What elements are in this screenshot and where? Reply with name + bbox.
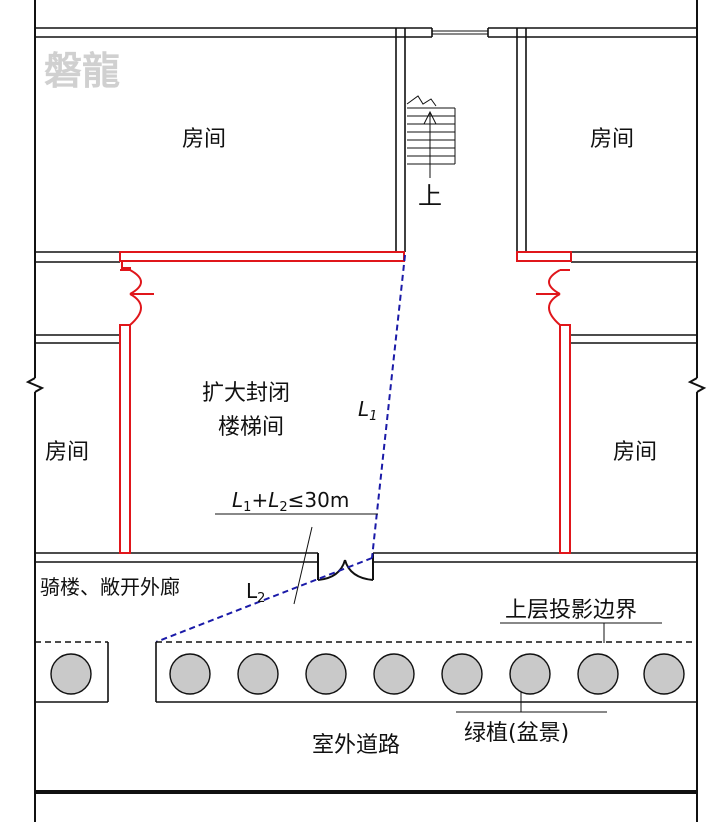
stair-hall-door-right: [536, 269, 570, 326]
l1-label: L1: [358, 397, 377, 424]
shrub: [169, 653, 211, 695]
stairs: [406, 95, 456, 178]
l2-label: L2: [246, 579, 265, 606]
room-label-top-right: 房间: [590, 127, 634, 152]
room-label-top-left: 房间: [182, 127, 226, 152]
outer-boundary: [25, 0, 707, 822]
projection-boundary-label: 上层投影边界: [505, 598, 637, 623]
shrub: [50, 653, 92, 695]
watermark: 磐龍: [44, 49, 120, 93]
shrub: [643, 653, 685, 695]
stair-hall-label-line2: 楼梯间: [218, 415, 284, 440]
distance-formula: L1+L2≤30m: [232, 488, 349, 515]
shrubs: [50, 653, 685, 695]
evacuation-path: [155, 254, 406, 643]
stair-hall-walls: [119, 251, 572, 554]
road-label: 室外道路: [312, 733, 400, 758]
arcade-label: 骑楼、敞开外廊: [40, 575, 180, 599]
shrub: [441, 653, 483, 695]
shrub: [373, 653, 415, 695]
exit-door: [317, 553, 374, 581]
shrub: [577, 653, 619, 695]
corridor-walls: [395, 28, 527, 252]
top-wall: [35, 27, 697, 38]
planters: [35, 641, 697, 703]
leader-lines: [215, 513, 662, 713]
room-walls: [35, 251, 697, 563]
shrub: [237, 653, 279, 695]
planter-label: 绿植(盆景): [464, 721, 569, 746]
shrub: [509, 653, 551, 695]
room-label-mid-left: 房间: [45, 440, 89, 465]
stair-up-label: 上: [418, 182, 442, 210]
stair-hall-door-left: [120, 269, 154, 326]
stair-hall-label-line1: 扩大封闭: [202, 381, 290, 406]
shrub: [305, 653, 347, 695]
room-label-mid-right: 房间: [613, 440, 657, 465]
